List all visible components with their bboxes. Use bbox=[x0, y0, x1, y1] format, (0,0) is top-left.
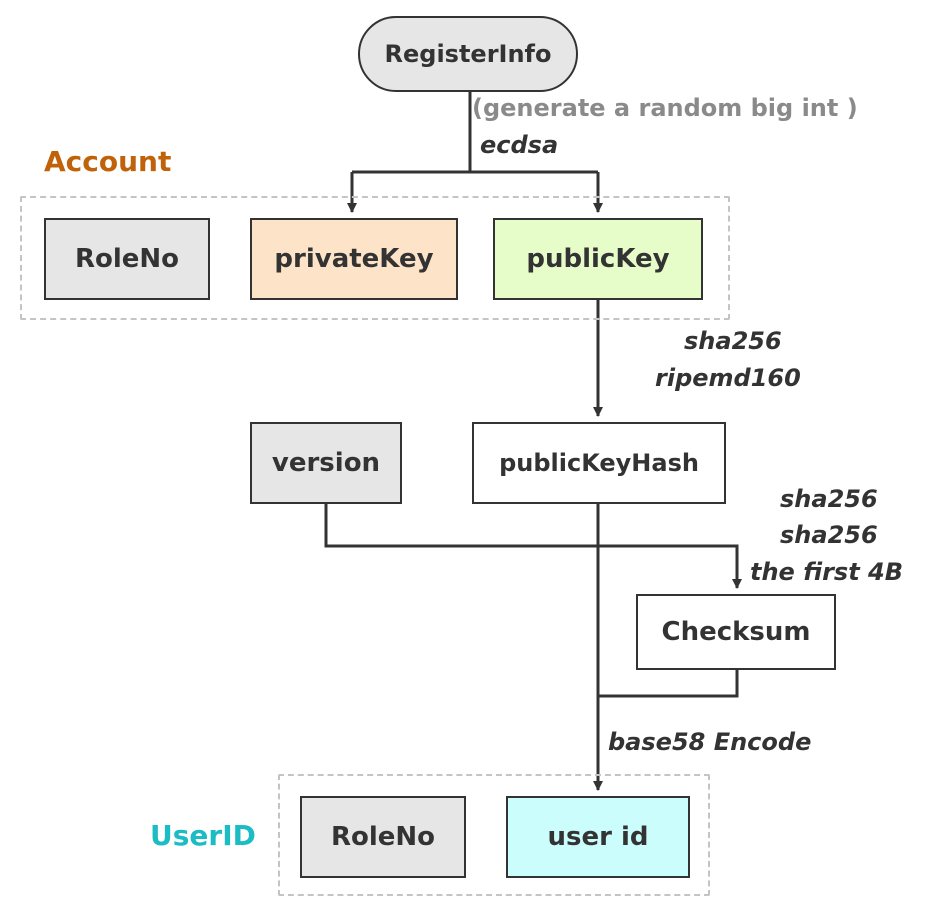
checksum-node: Checksum bbox=[636, 594, 836, 670]
hash-label-sha256: sha256 bbox=[684, 327, 782, 355]
hash-label-ripemd160: ripemd160 bbox=[655, 364, 801, 392]
edge-version-to-checksum bbox=[324, 504, 742, 589]
account-group-title: Account bbox=[44, 145, 172, 178]
account-group bbox=[20, 196, 730, 320]
checksum-label-sha256-b: sha256 bbox=[780, 521, 878, 549]
edge-checksum-merge bbox=[598, 668, 739, 698]
checksum-label-first-4b: the first 4B bbox=[750, 558, 904, 586]
checksum-label-sha256-a: sha256 bbox=[780, 485, 878, 513]
publickey-node: publicKey bbox=[493, 218, 703, 300]
account-roleno-node: RoleNo bbox=[44, 218, 210, 300]
privatekey-node: privateKey bbox=[250, 218, 458, 300]
userid-group-title: UserID bbox=[150, 819, 256, 852]
userid-roleno-node: RoleNo bbox=[300, 796, 466, 878]
generate-label: (generate a random big int ) bbox=[472, 94, 858, 122]
encode-label: base58 Encode bbox=[608, 728, 812, 756]
userid-node: user id bbox=[506, 796, 690, 878]
userid-group bbox=[278, 774, 710, 896]
registerinfo-node: RegisterInfo bbox=[358, 16, 578, 92]
version-node: version bbox=[250, 422, 402, 504]
ecdsa-label: ecdsa bbox=[480, 131, 559, 159]
publickeyhash-node: publicKeyHash bbox=[472, 422, 726, 504]
